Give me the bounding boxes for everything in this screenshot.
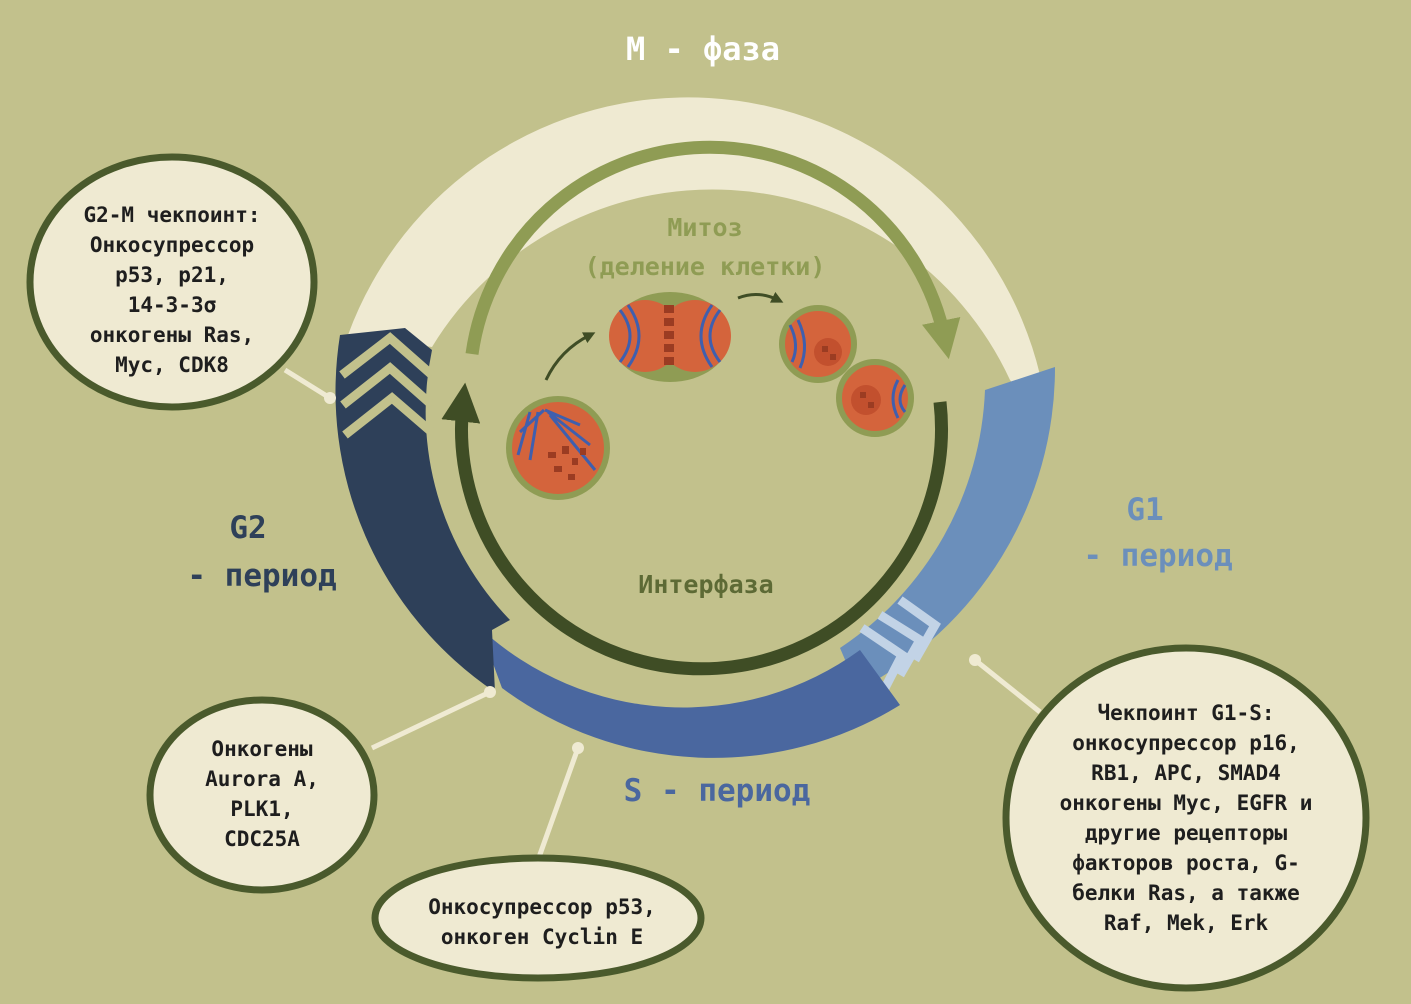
connectors [283,367,1042,861]
g2m-bubble-line: 14-3-3σ [128,293,217,317]
g1-period-label: - период [1083,538,1232,574]
g2-checkpoint-chevrons [339,332,438,439]
g2m-bubble-line: Myc, CDK8 [115,353,229,377]
s-phase-bubble-line: Онкосупрессор p53, [428,895,656,919]
g2m-bubble-line: p53, p21, [115,263,229,287]
g2-oncogenes-bubble [146,696,378,894]
g2m-bubble-line: G2-M чекпоинт: [83,203,260,227]
g1s-bubble-line: белки Ras, а также [1072,881,1300,905]
mitosis-arrow-arc [465,140,961,360]
g1s-bubble-line: факторов роста, G- [1072,851,1300,875]
g2-oncogenes-bubble-line: Aurora A, [205,767,319,791]
g1s-bubble-line: Raf, Mek, Erk [1104,911,1269,935]
cell-icon [779,305,857,383]
curved-arrow-icon [544,332,596,381]
g2-oncogenes-bubble-line: Онкогены [211,737,313,761]
g1s-bubble-line: онкосупрессор p16, [1072,731,1300,755]
g2-period-arc [335,328,510,692]
g2-period-label: - период [187,558,336,594]
mitosis-label: Митоз [667,213,742,242]
s-period-label: S - период [624,773,811,809]
s-phase-bubble [371,854,705,982]
bubble-texts: G2-M чекпоинт: Онкосупрессор p53, p21, 14-3… [83,203,1312,949]
cell-icon [506,396,610,500]
g2m-bubble-line: Онкосупрессор [90,233,254,257]
g1s-bubble-line: RB1, APC, SMAD4 [1091,761,1281,785]
m-phase-label: M - фаза [626,30,780,68]
g1s-checkpoint-bubble [1002,644,1370,992]
m-phase-arc [348,97,1040,392]
g2-oncogenes-bubble-line: PLK1, [230,797,293,821]
g1s-bubble-line: другие рецепторы [1085,821,1288,845]
cell-icon [836,359,914,437]
g2m-checkpoint-bubble [26,153,318,411]
interphase-label: Интерфаза [638,570,773,599]
interphase-arrow-arc [441,382,948,676]
curved-arrow-icon [737,291,784,303]
g1-checkpoint-chevrons [859,596,941,691]
g1-period-arc [840,367,1056,690]
mitosis-sublabel: (деление клетки) [585,252,826,281]
g1s-bubble-line: онкогены Myc, EGFR и [1060,791,1313,815]
cell-icon [609,292,731,382]
s-phase-bubble-line: онкоген Cyclin E [441,925,643,949]
g2m-bubble-line: онкогены Ras, [90,323,254,347]
g2-oncogenes-bubble-line: CDC25A [224,827,300,851]
g2-label: G2 [229,510,266,546]
s-period-arc [480,628,900,758]
g1-label: G1 [1126,492,1163,528]
g1s-bubble-line: Чекпоинт G1-S: [1097,701,1274,725]
